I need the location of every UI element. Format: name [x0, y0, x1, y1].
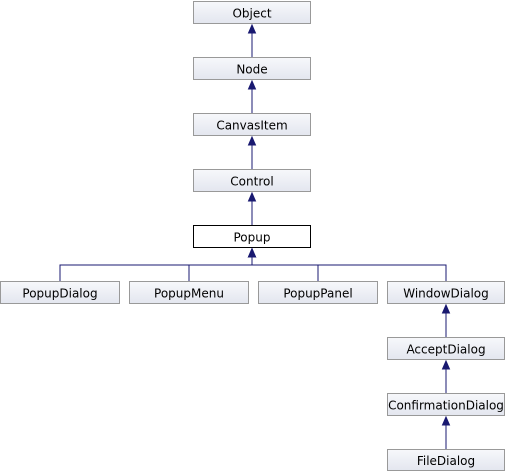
edge-node-to-object — [247, 23, 257, 57]
class-node-windowdialog[interactable]: WindowDialog — [387, 281, 505, 304]
class-node-popup: Popup — [193, 225, 311, 248]
class-node-canvasitem[interactable]: CanvasItem — [193, 113, 311, 136]
class-node-control[interactable]: Control — [193, 169, 311, 192]
edge-canvasitem-to-node — [247, 79, 257, 113]
edge-line — [251, 256, 447, 281]
class-node-label: AcceptDialog — [406, 343, 485, 357]
class-node-label: Object — [232, 7, 271, 21]
class-node-label: Node — [236, 63, 267, 77]
edge-arrowhead — [441, 359, 451, 370]
class-node-box — [193, 57, 311, 80]
edge-arrowhead — [441, 415, 451, 426]
class-node-label: FileDialog — [417, 454, 475, 468]
edge-windowdialog-to-popup — [247, 247, 447, 281]
class-node-label: Control — [230, 175, 273, 189]
edge-line — [59, 256, 253, 281]
class-node-label: PopupMenu — [154, 287, 224, 301]
class-node-box — [387, 337, 505, 360]
edge-arrowhead — [247, 247, 257, 258]
class-node-box — [193, 225, 311, 248]
edge-popup-to-control — [247, 191, 257, 225]
class-node-popupdialog[interactable]: PopupDialog — [0, 281, 120, 304]
edge-control-to-canvasitem — [247, 135, 257, 169]
edge-arrowhead — [441, 303, 451, 314]
class-node-label: ConfirmationDialog — [388, 399, 504, 413]
class-node-label: PopupDialog — [22, 287, 97, 301]
class-node-label: Popup — [234, 231, 271, 245]
class-node-popupmenu[interactable]: PopupMenu — [129, 281, 249, 304]
edge-arrowhead — [247, 23, 257, 34]
edge-filedialog-to-confirmationdialog — [441, 415, 451, 449]
class-node-box — [387, 393, 505, 416]
class-node-box — [129, 281, 249, 304]
class-node-box — [0, 281, 120, 304]
class-node-box — [387, 449, 505, 471]
edge-arrowhead — [247, 135, 257, 146]
class-node-box — [258, 281, 378, 304]
class-node-box — [193, 113, 311, 136]
class-node-node[interactable]: Node — [193, 57, 311, 80]
class-node-acceptdialog[interactable]: AcceptDialog — [387, 337, 505, 360]
edges — [59, 23, 451, 449]
edge-arrowhead — [247, 191, 257, 202]
edge-acceptdialog-to-windowdialog — [441, 303, 451, 337]
edge-line — [188, 256, 253, 281]
class-node-filedialog[interactable]: FileDialog — [387, 449, 505, 471]
edge-popupmenu-to-popup — [188, 247, 257, 281]
class-node-confirmationdialog[interactable]: ConfirmationDialog — [387, 393, 505, 416]
class-node-label: WindowDialog — [403, 287, 489, 301]
class-node-popuppanel[interactable]: PopupPanel — [258, 281, 378, 304]
edge-confirmationdialog-to-acceptdialog — [441, 359, 451, 393]
class-node-box — [193, 169, 311, 192]
class-node-object[interactable]: Object — [193, 1, 311, 24]
class-node-box — [387, 281, 505, 304]
class-node-label: CanvasItem — [216, 119, 287, 133]
edge-arrowhead — [247, 79, 257, 90]
class-node-box — [193, 1, 311, 24]
class-node-label: PopupPanel — [283, 287, 352, 301]
edge-line — [251, 256, 319, 281]
